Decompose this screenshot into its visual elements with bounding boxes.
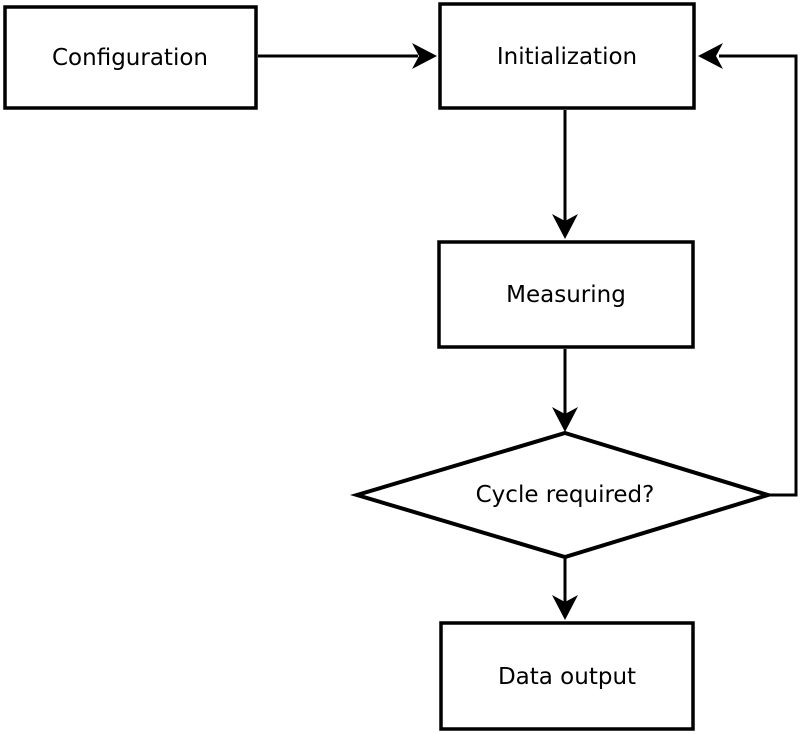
node-initialization: Initialization [438, 2, 696, 110]
node-data-output: Data output [439, 621, 695, 731]
node-data-output-box [439, 621, 695, 731]
arrowhead-down-icon [552, 214, 578, 239]
node-measuring-label: Measuring [506, 282, 626, 308]
node-configuration-label: Configuration [52, 45, 208, 71]
edge-cycle-required-to-data-output [552, 557, 578, 620]
node-configuration-box [3, 5, 258, 110]
node-data-output-label: Data output [498, 664, 636, 690]
edge-initialization-to-measuring [552, 110, 578, 239]
node-cycle-required: Cycle required? [349, 430, 775, 560]
arrowhead-down-icon [552, 595, 578, 620]
node-initialization-box [438, 2, 696, 110]
edge-cycle-required-to-initialization-loop [698, 43, 798, 497]
node-initialization-label: Initialization [497, 44, 637, 70]
edge-configuration-to-initialization [258, 43, 437, 69]
node-measuring: Measuring [437, 240, 695, 349]
node-cycle-required-diamond [349, 430, 775, 560]
node-cycle-required-label: Cycle required? [476, 482, 655, 508]
arrowhead-down-icon [552, 407, 578, 432]
arrowhead-right-icon [412, 43, 437, 69]
node-configuration: Configuration [3, 5, 258, 110]
node-measuring-box [437, 240, 695, 349]
edge-measuring-to-cycle-required [552, 349, 578, 432]
arrowhead-left-icon [698, 43, 723, 69]
edge-polyline [719, 54, 798, 497]
